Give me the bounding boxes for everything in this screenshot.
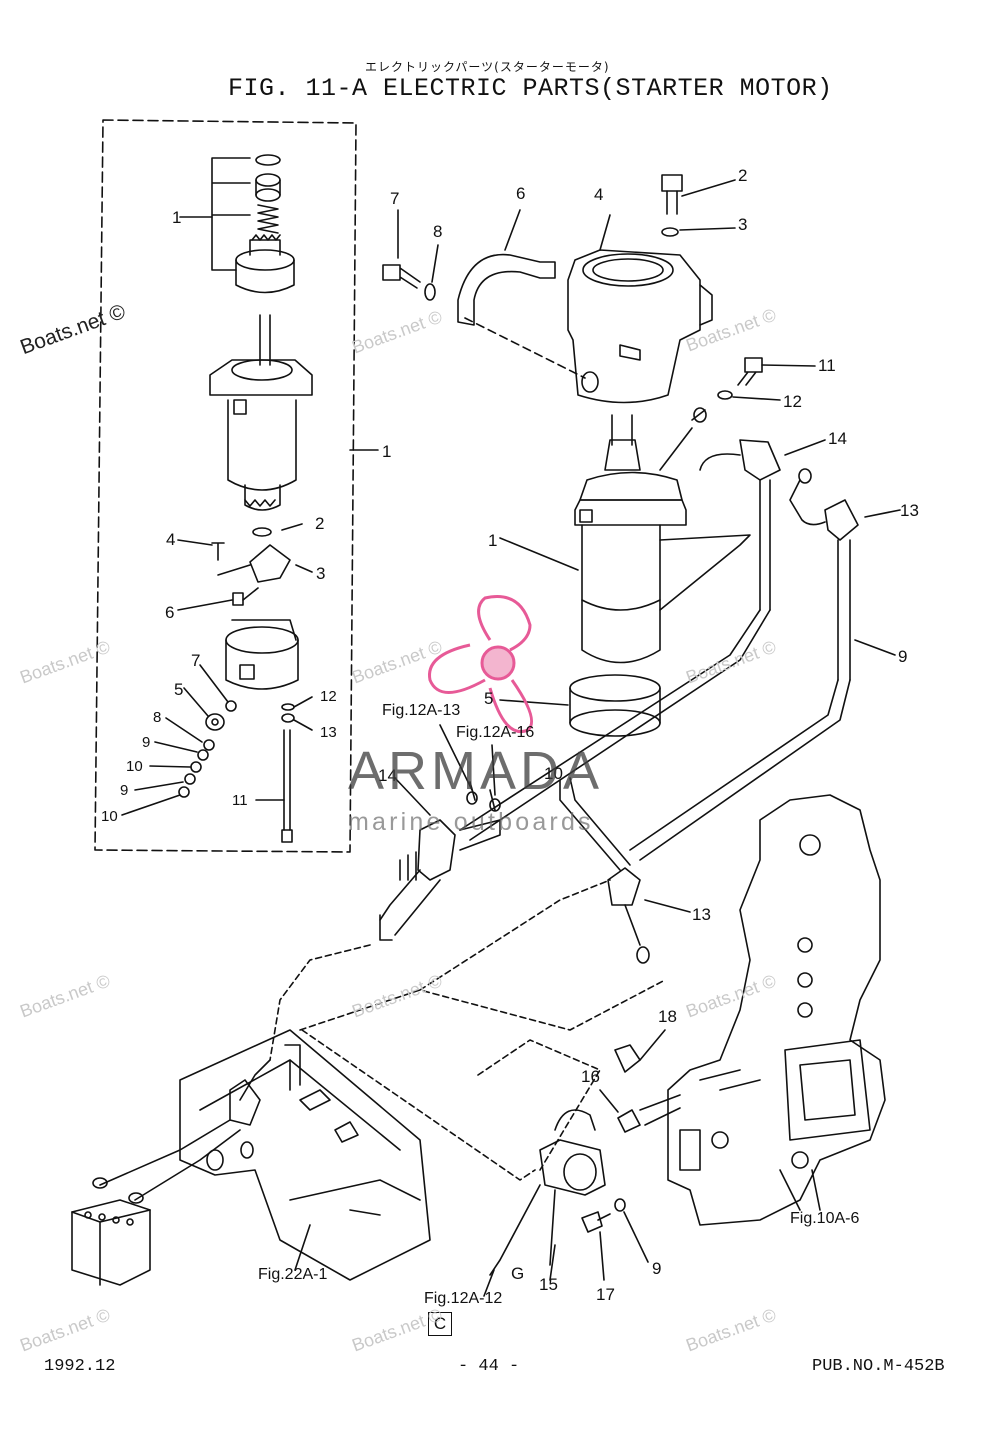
- callout-label: 12: [783, 392, 802, 411]
- callout-label: 2: [315, 514, 325, 533]
- footer-page-number: - 44 -: [458, 1357, 520, 1376]
- callout-label: 10: [101, 808, 118, 825]
- callout-label: 3: [316, 564, 326, 583]
- callout-label: 1: [382, 442, 392, 461]
- callout-label: 13: [320, 724, 337, 741]
- callout-label: 4: [166, 530, 176, 549]
- callout-label: 11: [818, 356, 836, 375]
- callout-label: 5: [174, 680, 184, 699]
- figure-reference: Fig.12A-12: [424, 1290, 503, 1307]
- figure-reference: Fig.12A-13: [382, 702, 461, 719]
- page-title: FIG. 11-A ELECTRIC PARTS(STARTER MOTOR): [228, 74, 833, 103]
- callout-label: 8: [153, 709, 162, 726]
- brand-watermark-subtitle: marine outboards: [348, 808, 594, 836]
- callout-label: 2: [738, 166, 748, 185]
- armada-logo-icon: [428, 595, 533, 733]
- callout-label: 10: [544, 764, 563, 783]
- reference-box: C: [428, 1312, 452, 1336]
- callout-label: 9: [898, 647, 908, 666]
- callout-label: 9: [142, 734, 151, 751]
- callout-label: 17: [596, 1285, 615, 1304]
- brand-watermark: ARMADA: [348, 741, 604, 801]
- footer-publication-number: PUB.NO.M-452B: [812, 1357, 945, 1376]
- figure-reference: Fig.12A-16: [456, 724, 535, 741]
- callout-label: 15: [539, 1275, 558, 1294]
- callout-label: G: [511, 1264, 525, 1283]
- callout-label: 10: [126, 758, 143, 775]
- callout-label: 6: [165, 603, 175, 622]
- callout-label: 16: [581, 1067, 600, 1086]
- figure-reference: Fig.22A-1: [258, 1266, 328, 1283]
- callout-label: 1: [172, 208, 182, 227]
- callout-label: 7: [390, 189, 400, 208]
- title-japanese: エレクトリックパーツ(スターターモータ): [365, 60, 610, 74]
- callout-label: 5: [484, 689, 494, 708]
- footer-date: 1992.12: [44, 1357, 116, 1376]
- callout-label: 12: [320, 688, 337, 705]
- callout-label: 13: [900, 501, 919, 520]
- callout-label: 9: [120, 782, 129, 799]
- callout-label: 4: [594, 185, 604, 204]
- callout-label: 3: [738, 215, 748, 234]
- callout-label: 11: [232, 792, 248, 809]
- callout-label: 1: [488, 531, 498, 550]
- callout-label: 8: [433, 222, 443, 241]
- callout-label: 14: [828, 429, 847, 448]
- callout-label: 13: [692, 905, 711, 924]
- callout-label: 18: [658, 1007, 677, 1026]
- callout-label: 14: [378, 766, 397, 785]
- callout-label: 6: [516, 184, 526, 203]
- callout-label: 9: [652, 1259, 662, 1278]
- callout-label: 7: [191, 651, 201, 670]
- figure-reference: Fig.10A-6: [790, 1210, 860, 1227]
